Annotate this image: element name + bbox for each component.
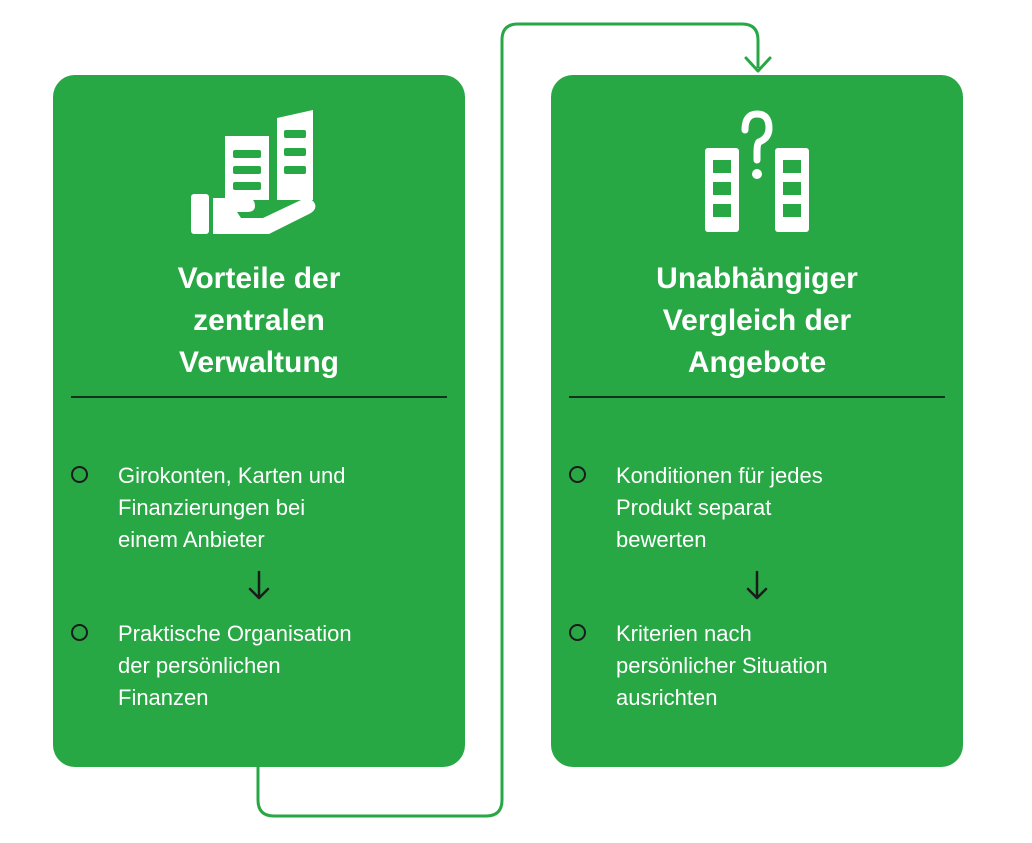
hand-holding-buildings-icon xyxy=(191,110,316,234)
circle-bullet-icon xyxy=(71,624,88,641)
connector-path xyxy=(256,22,760,818)
card-title: Unabhängiger Vergleich der Angebote xyxy=(656,262,858,379)
card-independent-comparison: Unabhängiger Vergleich der Angebote Kond… xyxy=(551,75,963,767)
list-item-text: Kriterien nach persönlicher Situation au… xyxy=(616,621,828,710)
circle-bullet-icon xyxy=(569,466,586,483)
arrow-down-icon xyxy=(248,570,270,600)
card-title: Vorteile der zentralen Verwaltung xyxy=(177,262,341,379)
list-item-text: Girokonten, Karten und Finanzierungen be… xyxy=(118,463,346,552)
divider xyxy=(71,396,447,398)
circle-bullet-icon xyxy=(569,624,586,641)
arrow-down-icon xyxy=(746,570,768,600)
compare-buildings-question-icon xyxy=(705,110,809,232)
card-central-management: Vorteile der zentralen Verwaltung Giroko… xyxy=(53,75,465,767)
list-item-text: Praktische Organisation der persönlichen… xyxy=(118,621,352,710)
list-item-text: Konditionen für jedes Produkt separat be… xyxy=(616,463,823,552)
divider xyxy=(569,396,945,398)
circle-bullet-icon xyxy=(71,466,88,483)
connector-arrowhead-icon xyxy=(744,56,772,73)
